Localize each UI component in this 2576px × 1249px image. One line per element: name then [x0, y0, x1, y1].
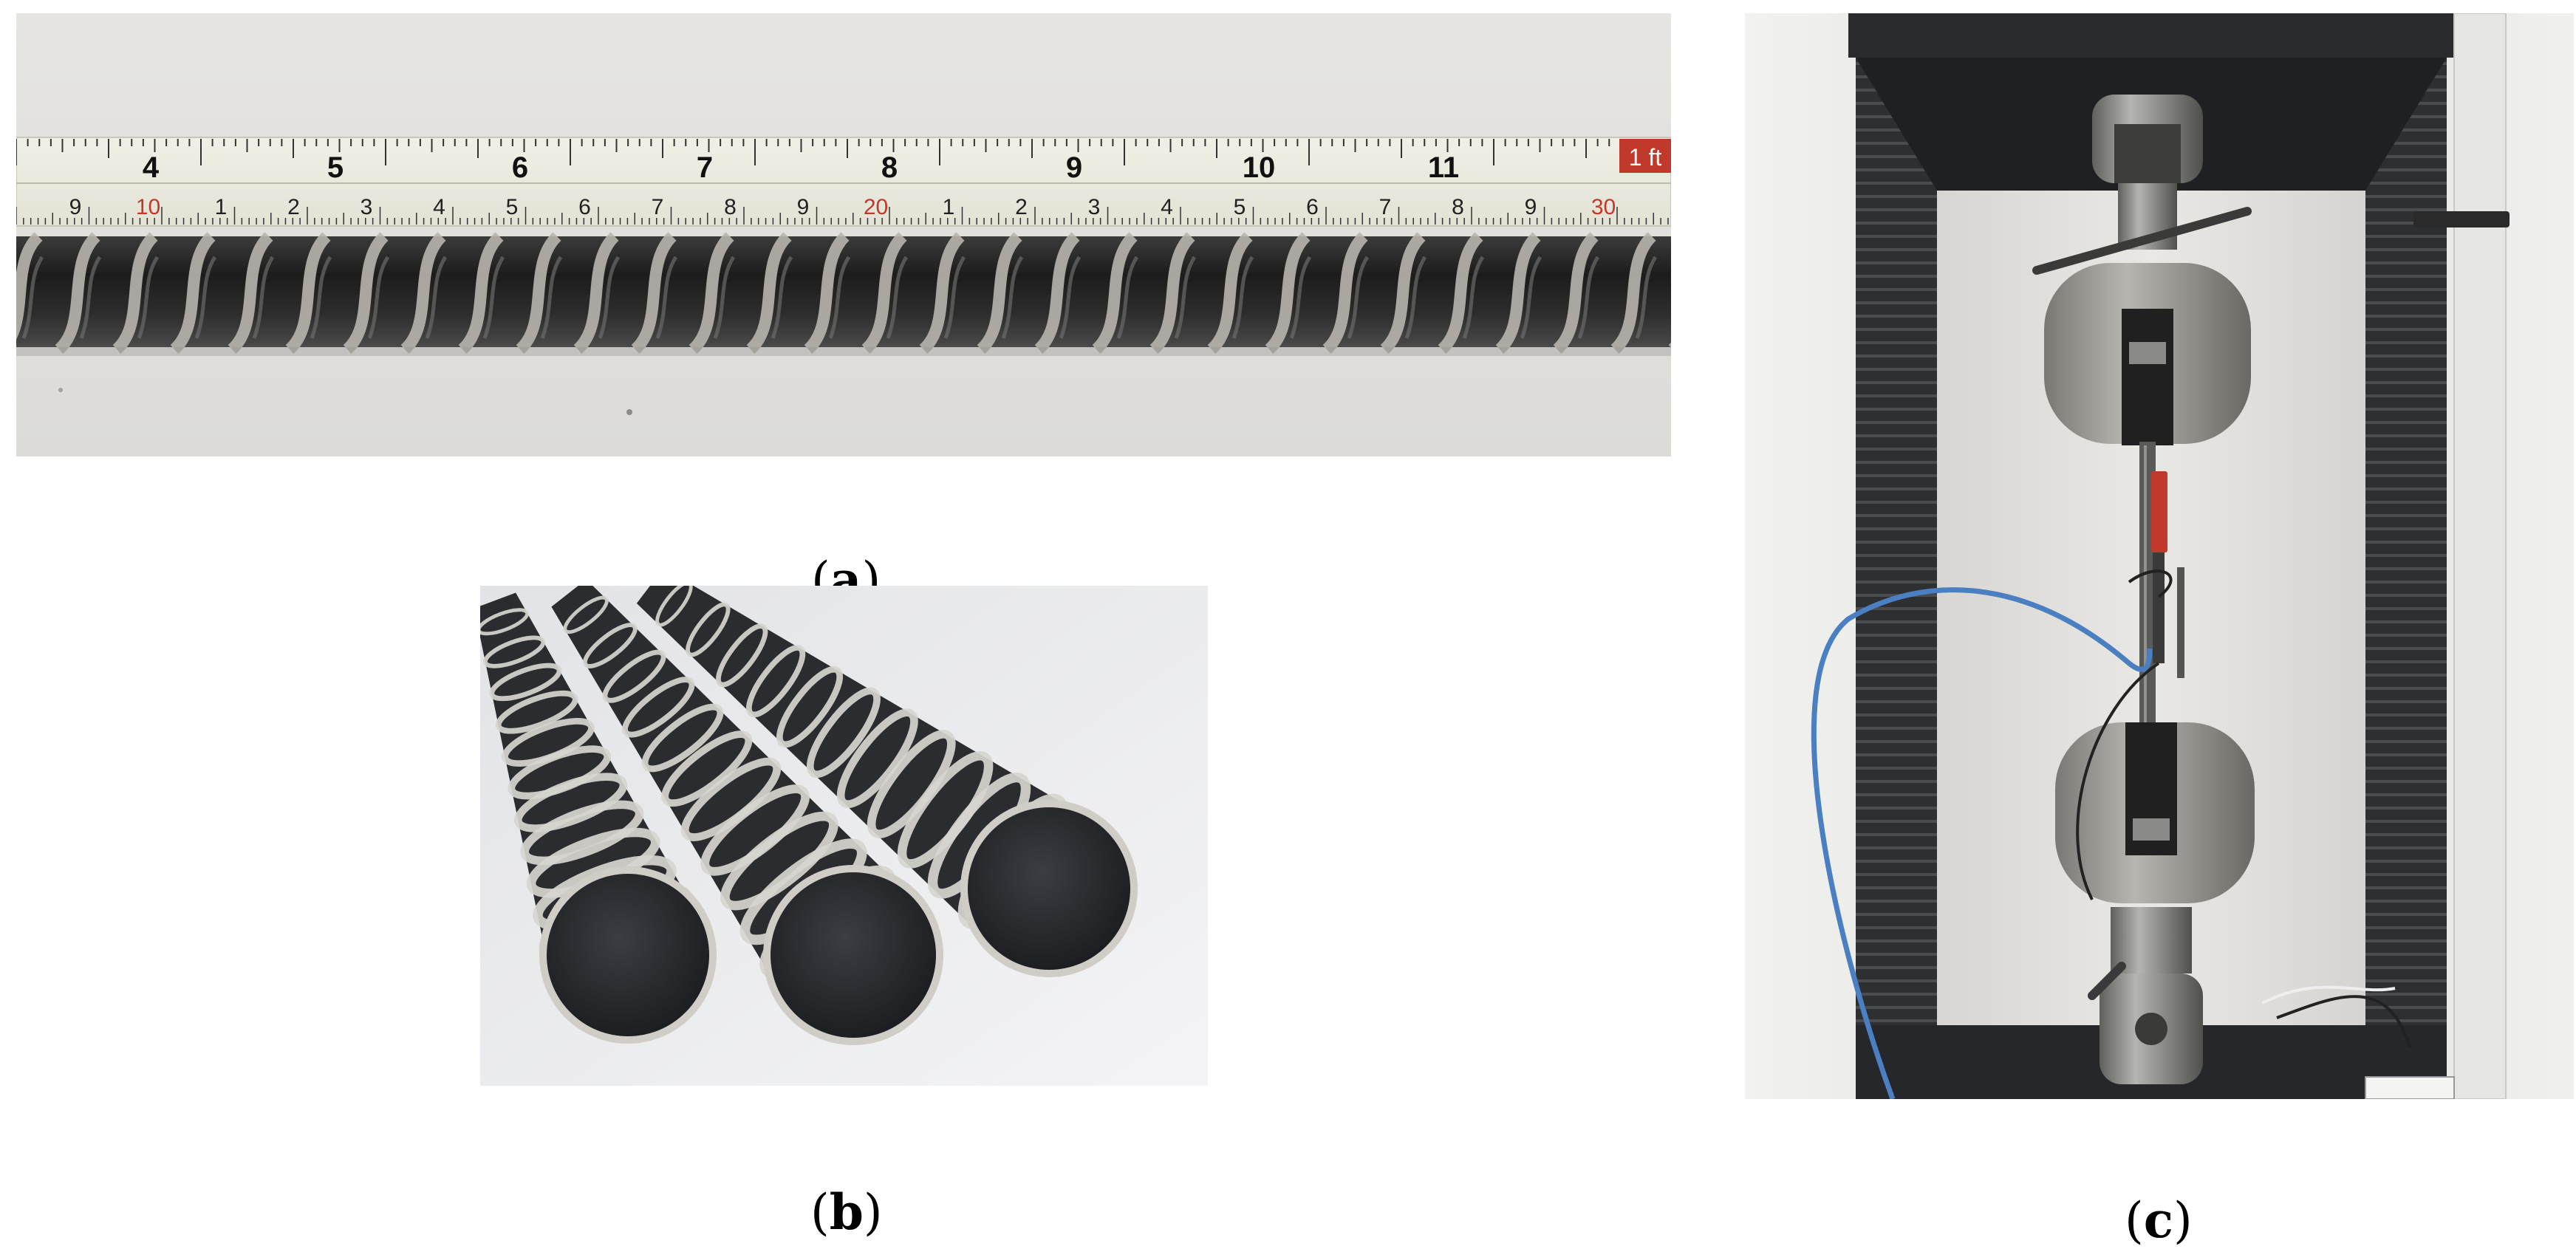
tape-cm-label: 9: [797, 195, 810, 219]
panel-b-rebar-cross-section-photo: [480, 586, 1208, 1086]
tape-cm-label: 9: [69, 195, 82, 219]
tape-cm-label: 2: [287, 195, 300, 219]
grip-handle: [2032, 207, 2252, 275]
tape-inch-label: 8: [881, 151, 898, 184]
tape-ticks: [16, 139, 1669, 225]
rebar-rod: [551, 586, 943, 1045]
tape-inch-label: 11: [1428, 151, 1459, 184]
blue-cable: [1811, 587, 2153, 1099]
tape-inch-label: 10: [1243, 151, 1276, 184]
tape-cm-label: 6: [1306, 195, 1319, 219]
tape-cm-label: 3: [361, 195, 373, 219]
tape-cm-label: 4: [1161, 195, 1173, 219]
tape-cm-label: 7: [652, 195, 664, 219]
left-ribbed-panel: [1856, 58, 1937, 1099]
caption-b: (b): [810, 1183, 883, 1241]
tape-end-badge: [1619, 139, 1671, 173]
rebar-end-face: [771, 872, 936, 1038]
testing-machine-illustration: [1745, 13, 2574, 1099]
tape-cm-label: 5: [506, 195, 519, 219]
tape-cm-label: 9: [1525, 195, 1537, 219]
tape-cm-label: 30: [1591, 195, 1616, 219]
tape-cm-label: 10: [136, 195, 160, 219]
rebar-rods: [480, 586, 1138, 1045]
tape-measure: [16, 137, 1671, 227]
tape-inch-label: 6: [512, 151, 528, 184]
tape-inch-label: 4: [143, 151, 160, 184]
rebar-end-face: [968, 807, 1130, 970]
power-strip: [2365, 1076, 2455, 1099]
tape-cm-label: 6: [578, 195, 591, 219]
tape-cm-label: 7: [1379, 195, 1392, 219]
tape-cm-label: 8: [1452, 195, 1464, 219]
extensometer: [2151, 471, 2167, 552]
tape-inch-label: 5: [327, 151, 344, 184]
tape-inch-label: 7: [697, 151, 713, 184]
rebar-end-face: [547, 874, 709, 1036]
tape-cm-label: 2: [1015, 195, 1028, 219]
tape-cm-label: 3: [1088, 195, 1101, 219]
right-ribbed-panel: [2365, 58, 2447, 1099]
caption-c: (c): [2125, 1191, 2193, 1249]
rebar-rod: [636, 586, 1138, 977]
rebar-ends-illustration: [480, 586, 1208, 1086]
tape-end-label: 1 ft: [1629, 144, 1662, 171]
tape-cm-label: 1: [943, 195, 955, 219]
tape-cm-label: 8: [724, 195, 737, 219]
panel-c-tensile-test-setup-photo: [1745, 13, 2574, 1099]
rebar-rod: [480, 592, 717, 1044]
tape-cm-label: 4: [433, 195, 445, 219]
rebar-ribs: [16, 232, 1671, 355]
tape-inch-label: 9: [1066, 151, 1082, 184]
tape-cm-label: 20: [864, 195, 888, 219]
tape-cm-label: 1: [215, 195, 228, 219]
tape-cm-label: 5: [1234, 195, 1246, 219]
gfrp-rebar: [16, 236, 1671, 347]
